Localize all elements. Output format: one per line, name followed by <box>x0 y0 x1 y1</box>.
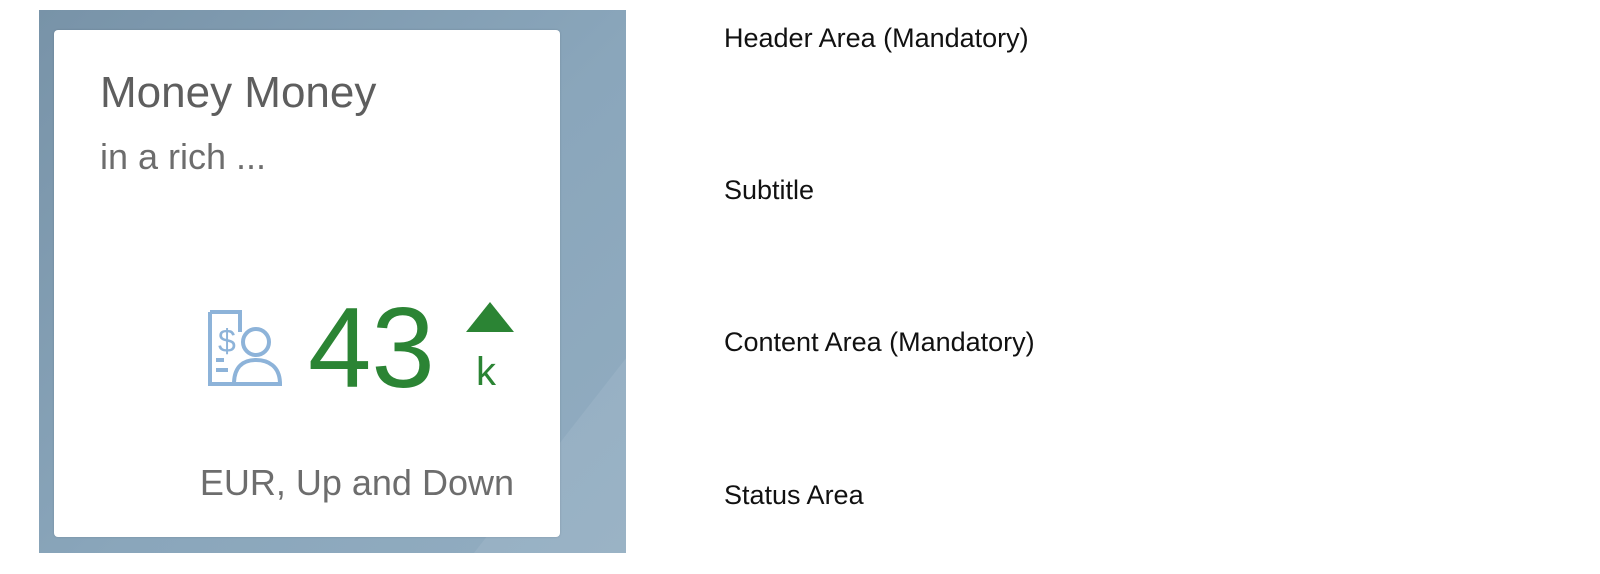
annotation-subtitle: Subtitle <box>724 175 815 205</box>
annotation-header-area: Header Area (Mandatory) <box>724 23 1029 53</box>
tile-content-area: $ 43 k <box>200 292 530 418</box>
money-document-person-icon: $ <box>208 310 283 386</box>
tile-subtitle: in a rich ... <box>100 136 267 177</box>
kpi-scale: k <box>476 350 496 394</box>
tile-title: Money Money <box>100 68 377 117</box>
kpi-value: 43 <box>308 285 435 412</box>
tile-status: EUR, Up and Down <box>199 462 514 503</box>
trend-up-triangle-icon <box>466 302 514 332</box>
annotation-status-area: Status Area <box>724 480 864 510</box>
svg-text:$: $ <box>218 323 236 359</box>
kpi-tile[interactable]: Money Money in a rich ... $ 43 k EUR, U <box>54 30 560 537</box>
annotation-content-area: Content Area (Mandatory) <box>724 327 1035 357</box>
